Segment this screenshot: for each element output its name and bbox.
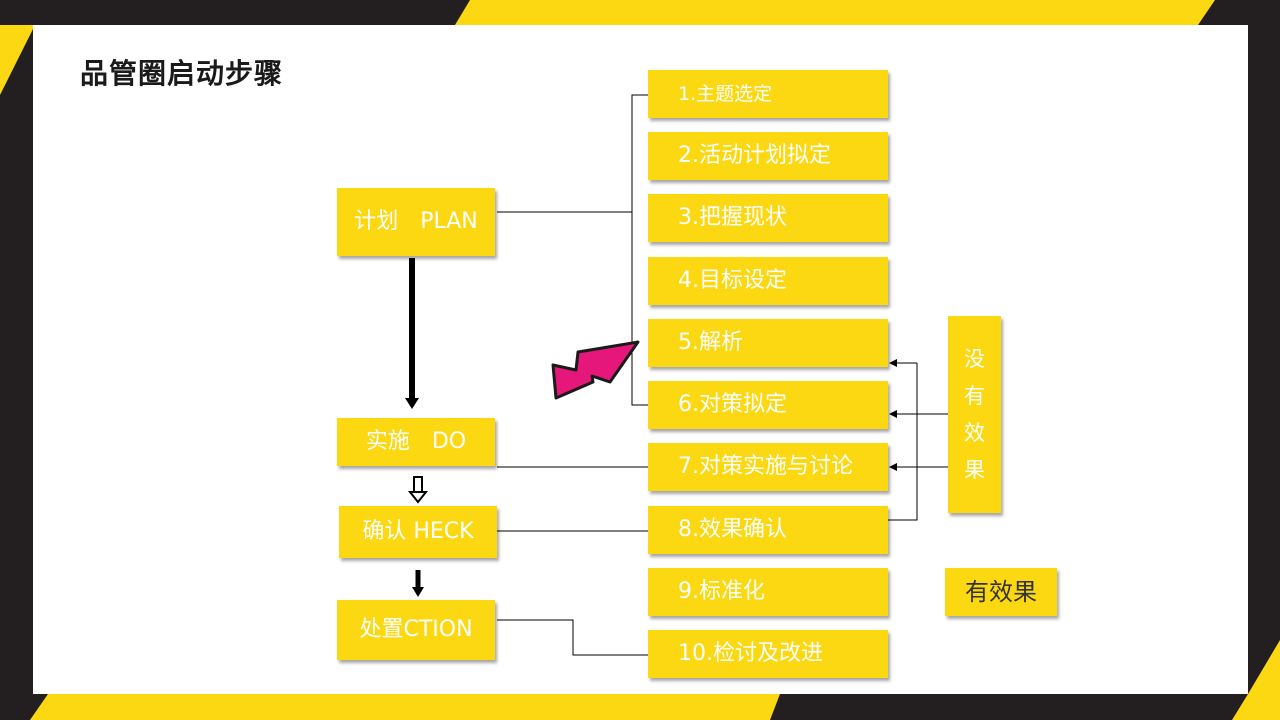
- step-4: 4.目标设定: [648, 257, 888, 305]
- effective-box: 有效果: [945, 568, 1057, 616]
- check-to-action-arrowhead: [412, 587, 424, 597]
- no-effect-box: 没 有 效 果: [948, 316, 1001, 513]
- step-2: 2.活动计划拟定: [648, 132, 888, 180]
- pink-pointer-arrow: [551, 340, 640, 400]
- step-5: 5.解析: [648, 319, 888, 367]
- phase-action: 处置CTION: [337, 600, 495, 660]
- plan-bracket: [631, 94, 648, 406]
- phase-do: 实施 DO: [337, 418, 495, 466]
- plan-to-do-arrowhead: [405, 398, 419, 409]
- step-9-label: 9.标准化: [678, 579, 765, 604]
- step-4-label: 4.目标设定: [678, 268, 787, 293]
- step-6-label: 6.对策拟定: [678, 392, 787, 417]
- step-3: 3.把握现状: [648, 194, 888, 242]
- feedback-loop: [888, 363, 918, 521]
- step-7: 7.对策实施与讨论: [648, 443, 888, 491]
- step-1-label: 1.主题选定: [678, 82, 773, 105]
- no-effect-char-2: 有: [964, 383, 985, 408]
- action-connector: [497, 619, 648, 656]
- step-9: 9.标准化: [648, 568, 888, 616]
- page-title: 品管圈启动步骤: [80, 57, 284, 90]
- phase-plan: 计划 PLAN: [337, 188, 495, 256]
- no-effect-char-4: 果: [964, 457, 985, 482]
- phase-check-label: 确认 HECK: [362, 519, 474, 544]
- no-effect-char-3: 效: [964, 420, 985, 445]
- step-8-label: 8.效果确认: [678, 517, 787, 542]
- phase-action-label: 处置CTION: [359, 617, 473, 642]
- no-effect-char-1: 没: [964, 346, 985, 371]
- step-10: 10.检讨及改进: [648, 630, 888, 678]
- step-6: 6.对策拟定: [648, 381, 888, 429]
- step-1: 1.主题选定: [648, 70, 888, 118]
- stripe-bottom-left: [30, 694, 780, 720]
- phase-do-label: 实施 DO: [365, 429, 467, 454]
- phase-plan-label: 计划 PLAN: [354, 209, 478, 234]
- step-2-label: 2.活动计划拟定: [678, 143, 831, 168]
- step-8: 8.效果确认: [648, 506, 888, 554]
- stripe-top-right: [455, 0, 1215, 25]
- step-5-label: 5.解析: [678, 330, 743, 355]
- phase-check: 确认 HECK: [339, 506, 497, 558]
- step-10-label: 10.检讨及改进: [678, 641, 823, 666]
- stripe-top-left: [0, 25, 35, 95]
- do-to-check-arrow: [407, 476, 429, 504]
- stripe-bottom-right: [1232, 640, 1280, 720]
- step-3-label: 3.把握现状: [678, 205, 787, 230]
- effective-label: 有效果: [965, 578, 1037, 606]
- step-7-label: 7.对策实施与讨论: [678, 454, 853, 479]
